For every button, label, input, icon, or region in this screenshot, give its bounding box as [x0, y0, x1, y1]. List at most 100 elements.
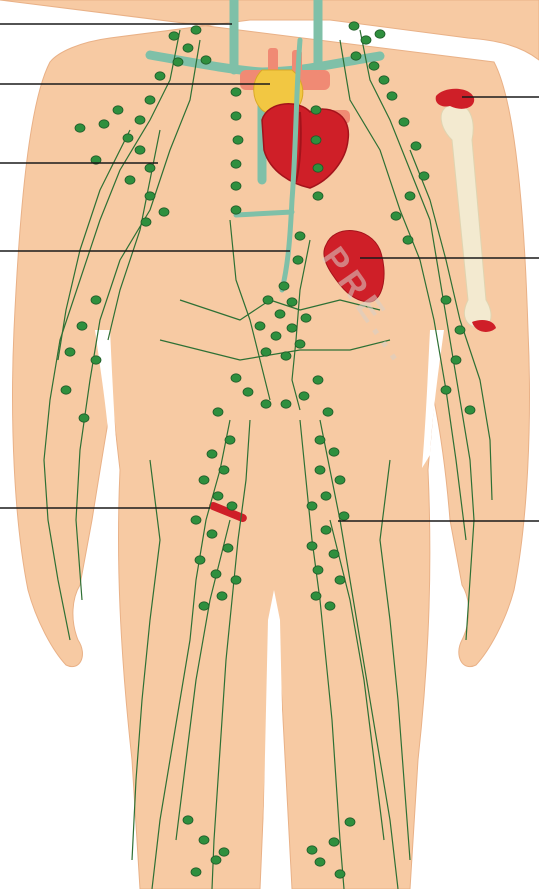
lymph-node: [405, 192, 415, 200]
lymph-node: [261, 348, 271, 356]
lymph-node: [135, 116, 145, 124]
lymph-node: [451, 356, 461, 364]
lymph-node: [227, 502, 237, 510]
lymph-node: [173, 58, 183, 66]
lymph-node: [369, 62, 379, 70]
lymph-node: [213, 492, 223, 500]
lymph-node: [411, 142, 421, 150]
lymph-node: [91, 296, 101, 304]
lymph-node: [155, 72, 165, 80]
lymph-node: [313, 164, 323, 172]
lymph-node: [387, 92, 397, 100]
lymph-node: [311, 592, 321, 600]
lymph-node: [375, 30, 385, 38]
lymph-node: [145, 164, 155, 172]
lymph-node: [325, 602, 335, 610]
lymph-node: [307, 846, 317, 854]
lymph-node: [313, 566, 323, 574]
lymph-node: [315, 466, 325, 474]
lymph-node: [213, 408, 223, 416]
lymph-node: [199, 476, 209, 484]
lymph-node: [271, 332, 281, 340]
lymph-node: [145, 192, 155, 200]
lymph-node: [335, 870, 345, 878]
lymph-node: [293, 256, 303, 264]
lymph-node: [307, 502, 317, 510]
lymph-node: [65, 348, 75, 356]
lymph-node: [231, 576, 241, 584]
lymph-node: [135, 146, 145, 154]
lymph-node: [231, 112, 241, 120]
lymph-node: [223, 544, 233, 552]
lymph-node: [183, 816, 193, 824]
lymph-node: [329, 838, 339, 846]
lymph-node: [191, 516, 201, 524]
lymph-node: [287, 324, 297, 332]
lymph-node: [403, 236, 413, 244]
lymph-node: [61, 386, 71, 394]
lymph-node: [455, 326, 465, 334]
lymph-node: [243, 388, 253, 396]
lymph-node: [391, 212, 401, 220]
lymph-node: [169, 32, 179, 40]
lymph-node: [419, 172, 429, 180]
lymph-node: [91, 356, 101, 364]
lymph-node: [75, 124, 85, 132]
lymph-node: [231, 374, 241, 382]
lymph-node: [79, 414, 89, 422]
lymph-node: [287, 298, 297, 306]
lymph-node: [231, 88, 241, 96]
lymph-node: [321, 492, 331, 500]
lymph-node: [217, 592, 227, 600]
lymph-node: [263, 296, 273, 304]
lymph-node: [261, 400, 271, 408]
lymph-node: [275, 310, 285, 318]
lymph-node: [207, 530, 217, 538]
lymph-node: [313, 376, 323, 384]
lymph-node: [199, 836, 209, 844]
lymph-node: [281, 400, 291, 408]
lymph-node: [231, 160, 241, 168]
lymph-node: [339, 512, 349, 520]
lymph-node: [279, 282, 289, 290]
lymph-node: [311, 106, 321, 114]
lymph-node: [323, 408, 333, 416]
lymph-node: [113, 106, 123, 114]
lymph-node: [145, 96, 155, 104]
lymph-node: [219, 466, 229, 474]
lymph-node: [335, 476, 345, 484]
lymph-node: [311, 136, 321, 144]
lymph-node: [465, 406, 475, 414]
lymph-node: [77, 322, 87, 330]
lymph-node: [379, 76, 389, 84]
lymph-node: [233, 136, 243, 144]
lymph-node: [301, 314, 311, 322]
lymph-node: [329, 550, 339, 558]
lymph-node: [159, 208, 169, 216]
lymph-node: [207, 450, 217, 458]
lymph-node: [211, 570, 221, 578]
lymph-node: [441, 296, 451, 304]
lymph-node: [125, 176, 135, 184]
lymph-node: [191, 868, 201, 876]
lymph-node: [329, 448, 339, 456]
lymph-node: [299, 392, 309, 400]
lymph-node: [307, 542, 317, 550]
lymph-node: [231, 182, 241, 190]
lymph-node: [255, 322, 265, 330]
lymph-node: [219, 848, 229, 856]
lymph-node: [201, 56, 211, 64]
lymph-node: [345, 818, 355, 826]
lymph-node: [183, 44, 193, 52]
lymph-node: [295, 232, 305, 240]
lymph-node: [315, 858, 325, 866]
lymph-node: [441, 386, 451, 394]
lymph-node: [191, 26, 201, 34]
lymph-node: [361, 36, 371, 44]
lymph-node: [351, 52, 361, 60]
lymph-node: [231, 206, 241, 214]
lymph-node: [321, 526, 331, 534]
lymph-node: [281, 352, 291, 360]
